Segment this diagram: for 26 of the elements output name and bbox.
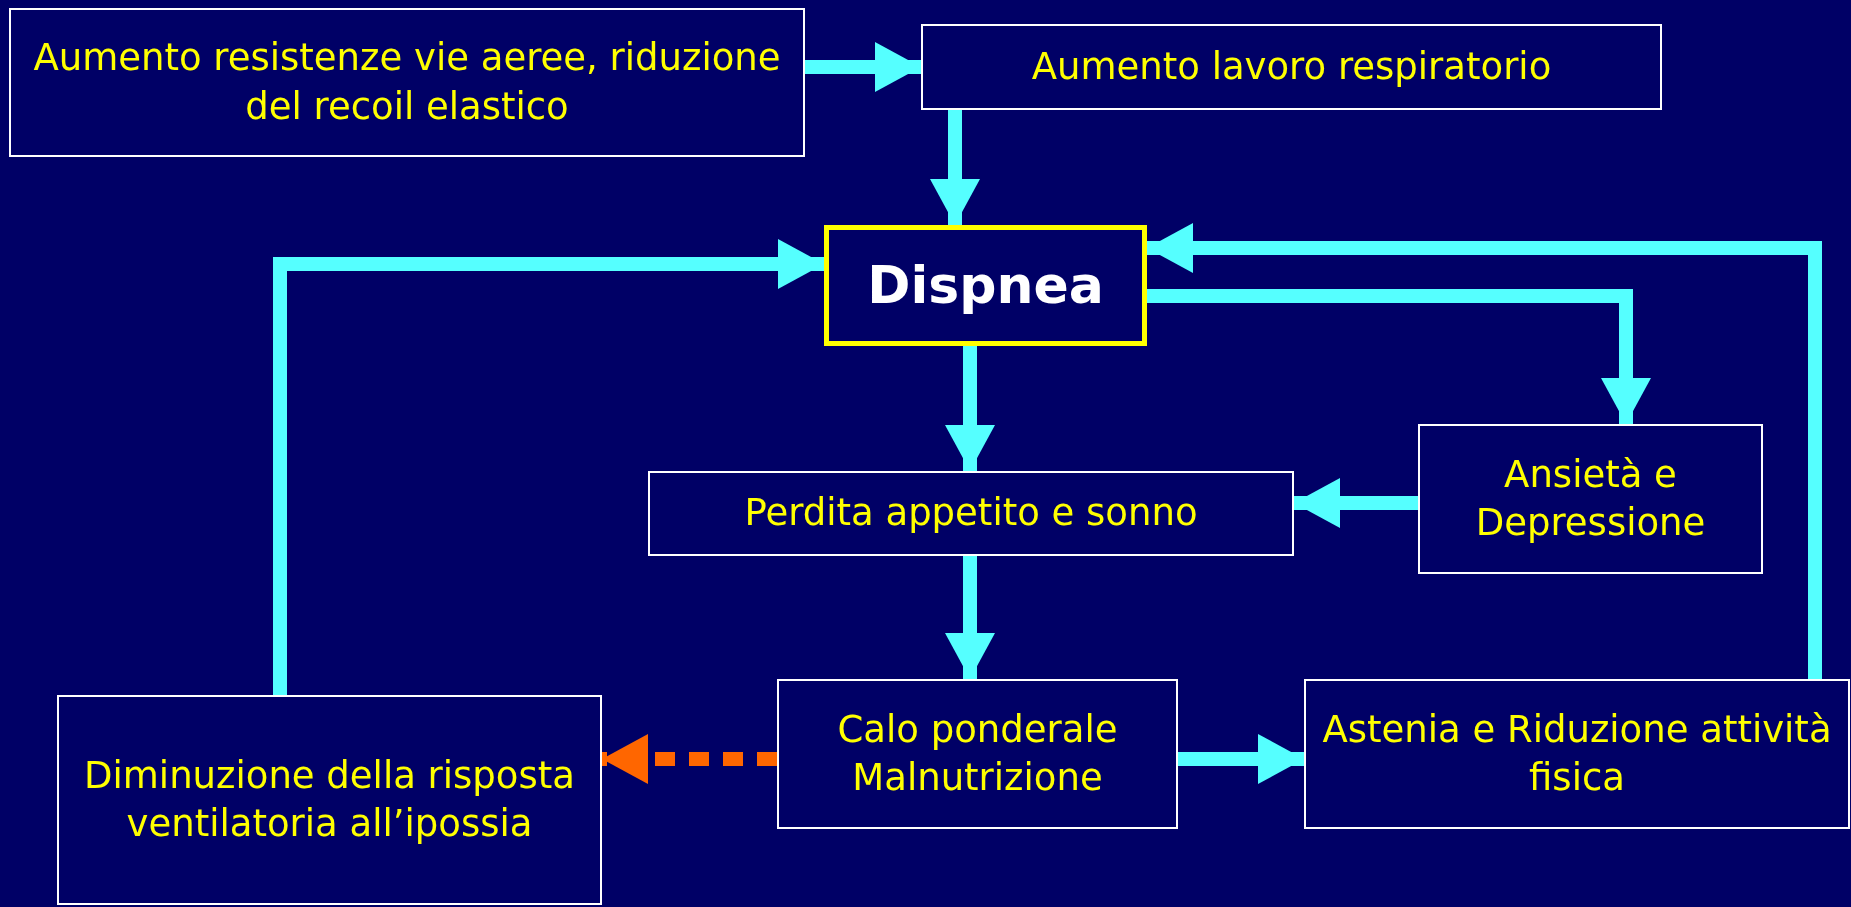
node-label: Aumento lavoro respiratorio	[1031, 43, 1552, 90]
node-label: Perdita appetito e sonno	[744, 490, 1198, 537]
node-label: Aumento resistenze vie aeree, riduzione del recoil elastico	[32, 35, 782, 130]
arrow	[1294, 478, 1418, 528]
arrow	[930, 110, 980, 225]
highlight-box	[824, 225, 1147, 346]
text-box	[9, 8, 805, 157]
node-label: Ansietà e Depressione	[1474, 451, 1707, 546]
node-label: Diminuzione della risposta ventilatoria all’ipossia	[83, 752, 576, 847]
node-label: Dispnea	[867, 253, 1104, 317]
text-box	[1304, 679, 1850, 829]
arrow	[805, 42, 921, 92]
arrow	[273, 239, 824, 695]
text-box	[1418, 424, 1763, 574]
arrow	[1147, 289, 1651, 424]
text-box	[57, 695, 602, 905]
arrow	[945, 346, 995, 471]
arrow	[1147, 223, 1822, 679]
arrow	[945, 556, 995, 679]
node-label: Calo ponderale Malnutrizione	[836, 706, 1119, 801]
arrow	[1178, 734, 1304, 784]
node-label: Astenia e Riduzione attività fisica	[1321, 706, 1833, 801]
text-box	[777, 679, 1178, 829]
text-box	[921, 24, 1662, 110]
text-box	[648, 471, 1294, 556]
dashed-arrow	[602, 734, 777, 784]
